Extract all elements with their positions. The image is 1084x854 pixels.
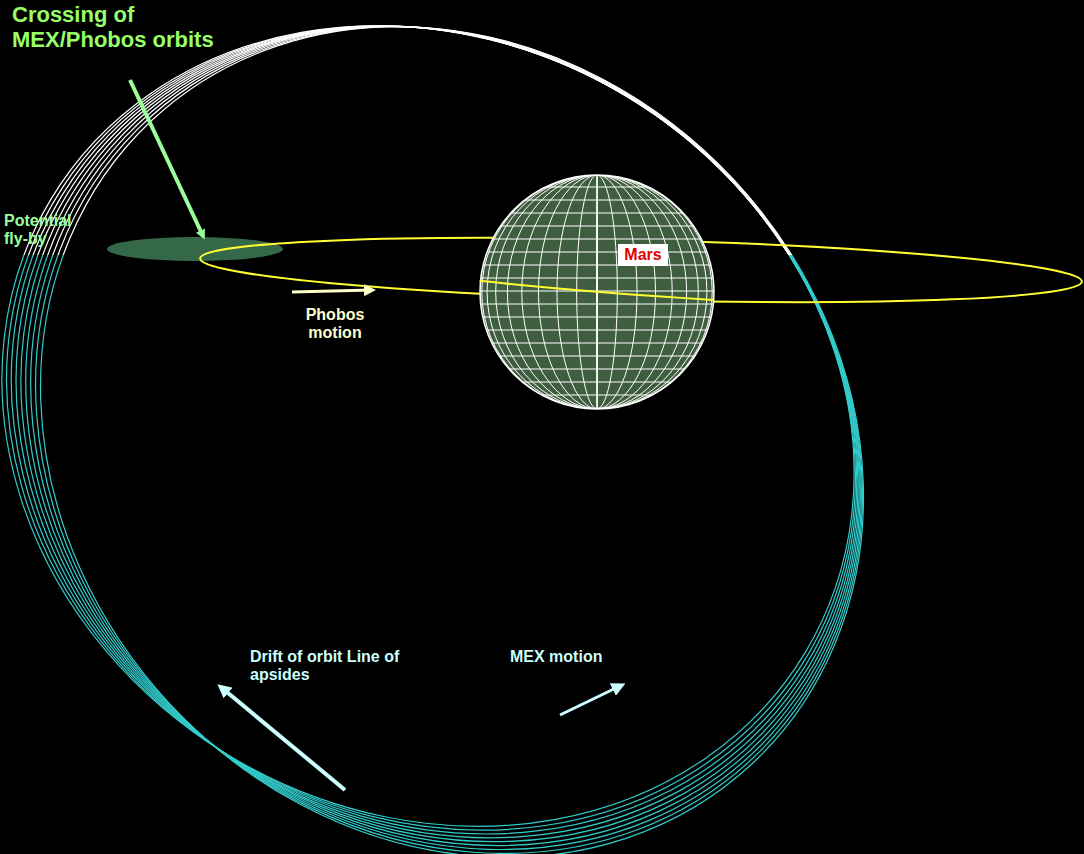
mex-orbit-ring bbox=[0, 0, 1028, 255]
mex-orbit-ring bbox=[0, 0, 1015, 255]
mex-orbit-ring bbox=[0, 255, 1015, 854]
zone-label: Potential fly-by bbox=[4, 212, 94, 249]
motion-label: MEX motion bbox=[510, 648, 660, 666]
flyby-zone bbox=[107, 237, 283, 261]
mex-orbit-upper bbox=[0, 0, 1034, 255]
mex-orbit-ring bbox=[0, 255, 1020, 854]
phobos-orbit-front bbox=[479, 281, 713, 300]
mex-orbit-lower bbox=[0, 255, 1034, 854]
mex-orbit-ring bbox=[0, 255, 1030, 854]
planet-label: Mars bbox=[618, 244, 667, 266]
mex-orbit-ring bbox=[0, 255, 1032, 854]
phobos-motion-arrow bbox=[292, 290, 372, 292]
pointer-arrow bbox=[130, 80, 203, 236]
mars-grid bbox=[480, 175, 714, 409]
mex-orbit-ring bbox=[0, 255, 1010, 854]
motion-label: Phobos motion bbox=[290, 306, 380, 343]
mex-orbit-ring bbox=[0, 0, 1034, 255]
mex-orbit-ring bbox=[0, 0, 1024, 255]
drift-label: Drift of orbit Line of apsides bbox=[250, 648, 400, 685]
mex-orbit-ring bbox=[0, 255, 1028, 854]
mex-orbit-ring bbox=[0, 0, 1030, 255]
mex-orbit-ring bbox=[0, 255, 1003, 854]
mex-orbit-ring bbox=[0, 0, 1032, 255]
callout-title: Crossing of MEX/Phobos orbits bbox=[12, 2, 262, 53]
mex-motion-arrow bbox=[560, 686, 620, 715]
mex-orbit-ring bbox=[0, 255, 1024, 854]
mex-orbit-ring bbox=[0, 0, 1003, 255]
mex-orbit-ring bbox=[0, 0, 1020, 255]
mex-orbit-ring bbox=[0, 0, 1010, 255]
apsides-drift-arrow bbox=[222, 688, 345, 790]
planet-node: Mars bbox=[480, 175, 714, 409]
mex-orbit-ring bbox=[0, 255, 1034, 854]
mars-sphere bbox=[480, 175, 714, 409]
